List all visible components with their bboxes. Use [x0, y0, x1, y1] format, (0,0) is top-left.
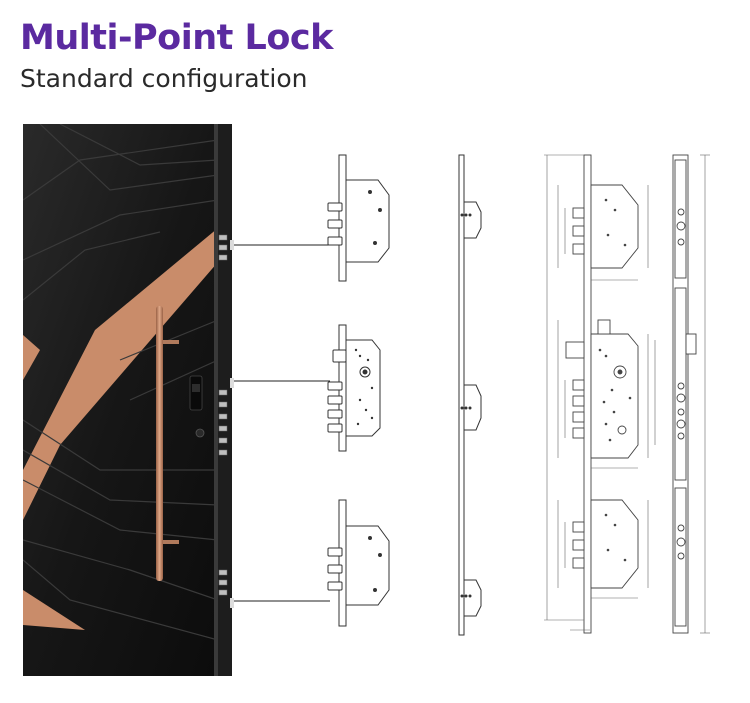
- faceplate-dimension-line: [700, 154, 710, 634]
- page-subtitle: Standard configuration: [20, 64, 308, 93]
- connector-lines: [234, 244, 330, 602]
- lock-case-bottom: [327, 499, 390, 627]
- door-photo: [23, 124, 234, 676]
- page-title: Multi-Point Lock: [20, 18, 333, 58]
- side-view-strip: [458, 154, 482, 636]
- technical-drawing: [565, 154, 639, 634]
- door-pattern: [23, 124, 218, 641]
- lock-case-middle: [327, 324, 381, 452]
- faceplate-front-view: [672, 154, 697, 634]
- dimension-lines: [544, 154, 656, 631]
- lock-case-top: [327, 154, 390, 282]
